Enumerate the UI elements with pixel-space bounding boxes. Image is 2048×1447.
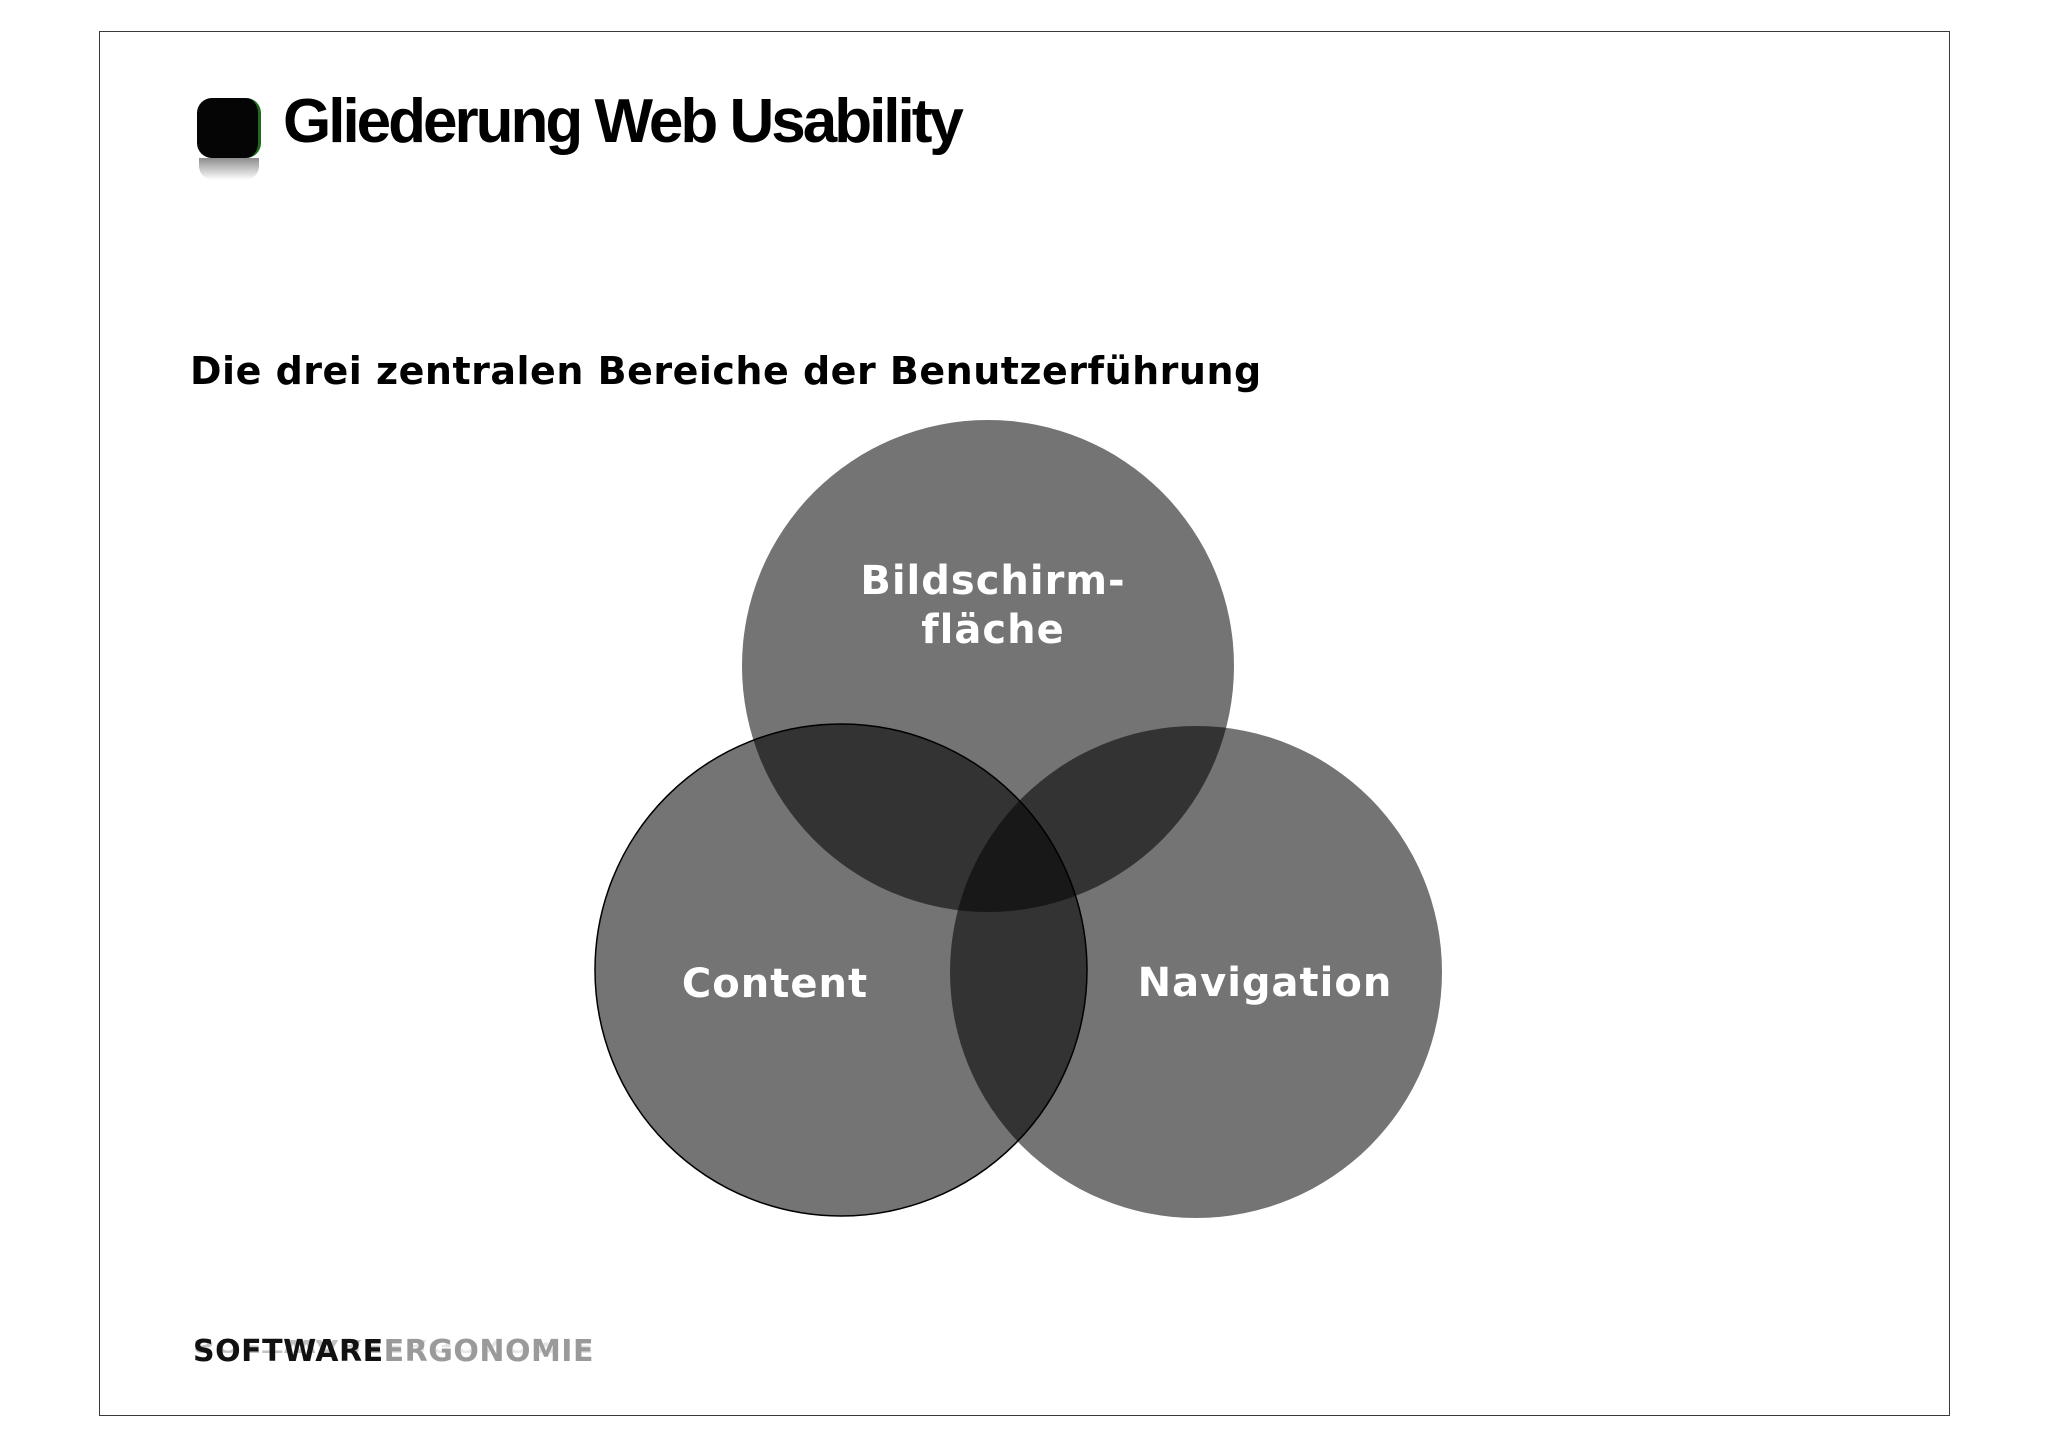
page-title: Gliederung Web Usability: [283, 87, 964, 156]
slide-frame: [99, 31, 1950, 1416]
logo-ergonomie-reflection: ERGONOMIE: [383, 1335, 594, 1356]
footer-logo: SOFTWAREERGONOMIE: [193, 1334, 594, 1369]
overlap-top-right: [950, 726, 1234, 912]
footer-logo-reflection: SOFTWAREERGONOMIE: [193, 1335, 594, 1356]
logo-software: SOFTWARE: [193, 1334, 384, 1369]
title-bullet-icon: [197, 98, 261, 180]
slide-subtitle: Die drei zentralen Bereiche der Benutzer…: [190, 349, 1262, 393]
label-bildschirmflaeche-line-2: fläche: [921, 607, 1064, 653]
label-bildschirmflaeche-line-1: Bildschirm-: [860, 558, 1125, 604]
logo-ergonomie: ERGONOMIE: [383, 1334, 594, 1369]
label-content: Content: [682, 961, 868, 1007]
bullet-square: [197, 98, 261, 158]
content-circle-outline: [594, 723, 1088, 1217]
logo-software-reflection: SOFTWARE: [193, 1335, 384, 1356]
bullet-reflection: [199, 158, 259, 180]
overlap-top-left: [742, 724, 1087, 912]
label-navigation: Navigation: [1138, 960, 1393, 1006]
